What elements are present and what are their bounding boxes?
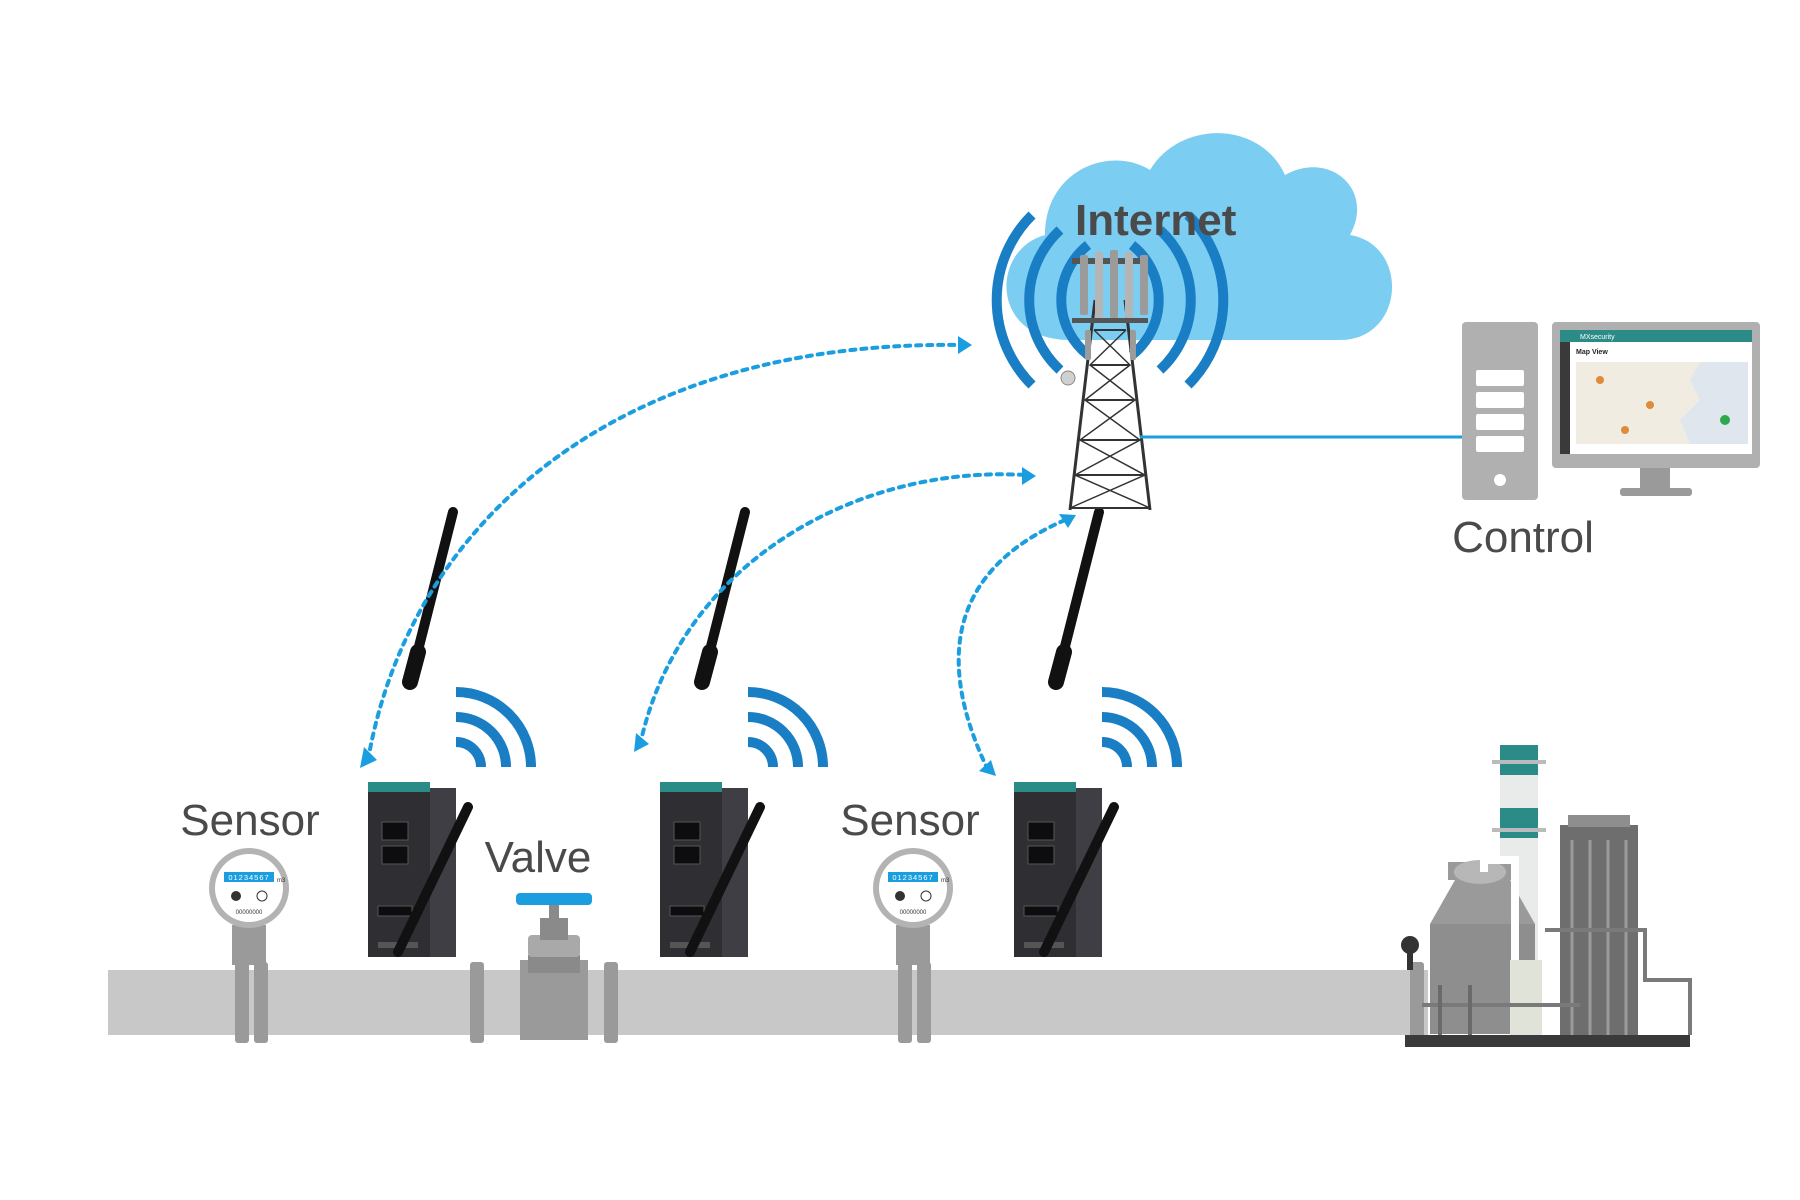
svg-text:m3: m3 [277, 878, 286, 884]
pipe-flange [1410, 962, 1424, 1043]
cell-tower-icon [991, 211, 1229, 511]
control-label: Control [1452, 513, 1594, 562]
cellular-gateway-icon [368, 512, 531, 957]
pipeline [108, 970, 1428, 1035]
pipe-flange [235, 962, 249, 1043]
svg-text:MXsecurity: MXsecurity [1580, 334, 1615, 341]
svg-text:00000000: 00000000 [236, 910, 263, 916]
meter-icon: 01234567 m3 00000000 [209, 848, 289, 965]
pipe-flange [917, 962, 931, 1043]
plant-icon [1401, 745, 1692, 1047]
cellular-gateway-icon [660, 512, 823, 957]
wireless-link-gateway-1 [366, 342, 962, 762]
svg-text:m3: m3 [941, 878, 950, 884]
internet-label: Internet [1075, 196, 1237, 245]
wireless-link-gateway-3 [956, 518, 1067, 772]
meter-icon: 01234567 m3 00000000 [873, 848, 953, 965]
pipe-flange [470, 962, 484, 1043]
computer-icon: MXsecurity Map View [1462, 322, 1760, 500]
valve-label: Valve [485, 833, 592, 882]
valve-icon [516, 893, 592, 1040]
pipe-flange [604, 962, 618, 1043]
pipe-flange [898, 962, 912, 1043]
wireless-link-gateway-2 [638, 472, 1027, 747]
sensor-label-right: Sensor [840, 796, 979, 845]
cellular-gateway-icon [1014, 512, 1177, 957]
arrowheads [360, 336, 1076, 776]
svg-text:01234567: 01234567 [228, 873, 269, 882]
svg-text:Map View: Map View [1576, 349, 1608, 356]
svg-text:01234567: 01234567 [892, 873, 933, 882]
sensor-label-left: Sensor [180, 796, 319, 845]
svg-text:00000000: 00000000 [900, 910, 927, 916]
pipe-flange [254, 962, 268, 1043]
wireless-links [366, 342, 1067, 772]
